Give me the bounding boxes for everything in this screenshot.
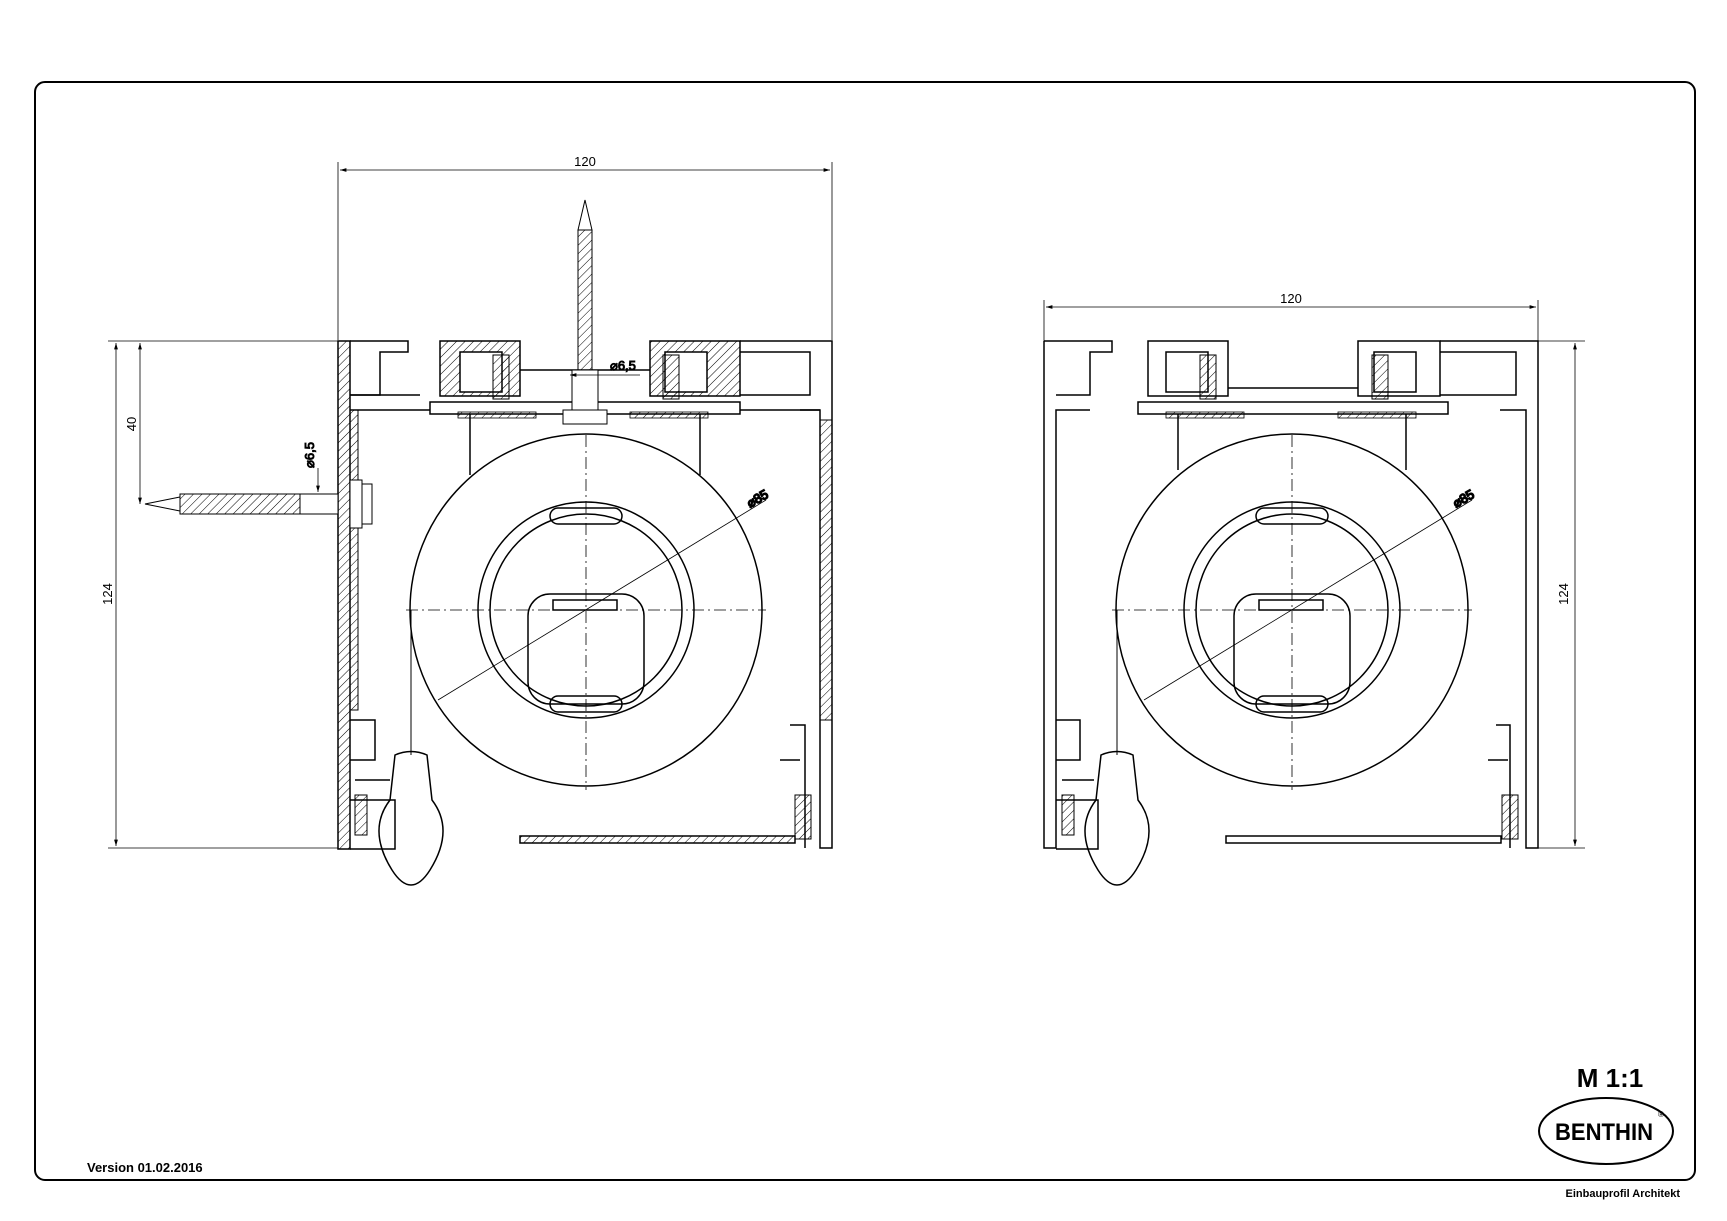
profile-name-label: Einbauprofil Architekt <box>1566 1188 1681 1200</box>
left-top-screw-dia: ⌀6,5 <box>610 358 636 373</box>
left-side-screw-dia: ⌀6,5 <box>302 442 317 468</box>
left-width-label: 120 <box>574 154 596 169</box>
right-width-label: 120 <box>1280 291 1302 306</box>
right-serrated-strip-1 <box>1165 411 1245 419</box>
right-profile-view: 120 124 <box>1043 291 1585 886</box>
left-offset-dimension: 40 <box>124 343 142 504</box>
right-pull-weight <box>1084 610 1150 886</box>
left-serrated-strip-2 <box>629 411 709 419</box>
left-width-dimension: 120 <box>337 154 833 340</box>
benthin-logo-registered: ® <box>1658 1110 1664 1119</box>
left-offset-label: 40 <box>124 417 139 431</box>
left-pull-weight <box>378 610 444 886</box>
right-width-dimension: 120 <box>1043 291 1539 345</box>
left-roller-dia: ⌀85 <box>744 486 771 510</box>
right-height-label: 124 <box>1556 583 1571 605</box>
scale-label: M 1:1 <box>1577 1063 1643 1093</box>
title-block: M 1:1 BENTHIN ® Version 01.02.2016 Einba… <box>87 1063 1680 1200</box>
right-housing <box>1043 340 1539 850</box>
left-serrated-strip-1 <box>457 411 537 419</box>
right-roller-dia: ⌀85 <box>1450 486 1477 510</box>
right-height-dimension: 124 <box>1538 340 1585 849</box>
right-roller: ⌀85 <box>1112 433 1478 790</box>
left-height-label: 124 <box>100 583 115 605</box>
left-spring-screws <box>354 354 812 840</box>
left-side-screw: ⌀6,5 <box>144 442 373 529</box>
drawing-frame <box>34 81 1696 1181</box>
right-spring-screws <box>1061 354 1519 840</box>
left-left-wall-hatch-inner <box>349 409 359 711</box>
left-height-dimension: 124 <box>100 340 338 849</box>
benthin-logo-text: BENTHIN <box>1555 1119 1653 1146</box>
benthin-logo-oval <box>1538 1097 1674 1165</box>
right-serrated-strip-2 <box>1337 411 1417 419</box>
version-label: Version 01.02.2016 <box>87 1160 203 1175</box>
left-right-wall-hatch <box>819 419 833 721</box>
left-top-screw: ⌀6,5 <box>562 199 640 425</box>
left-profile-view: 120 124 40 <box>100 154 833 886</box>
left-roller: ⌀85 <box>406 433 772 790</box>
